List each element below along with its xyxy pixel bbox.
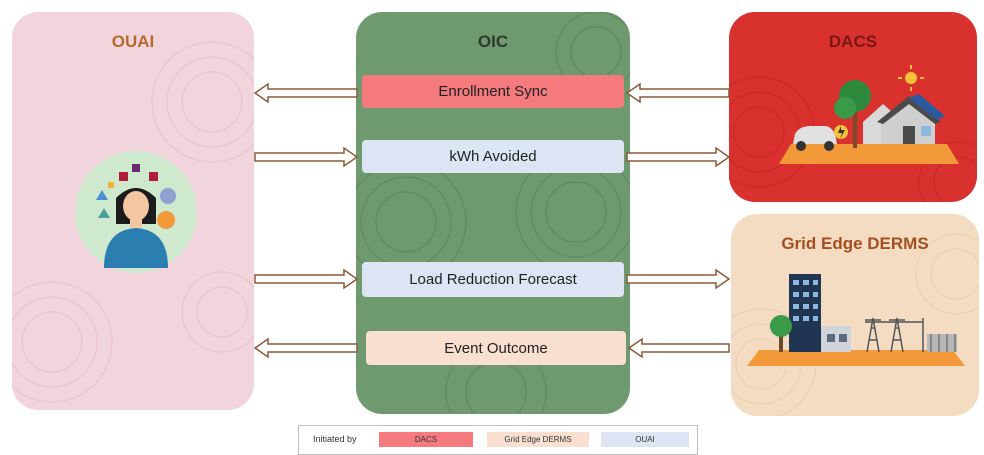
legend-item-label: Grid Edge DERMS (504, 435, 572, 444)
arrow-right-icon (626, 268, 731, 290)
ouai-title: OUAI (111, 32, 155, 51)
arrow-left-icon (253, 82, 358, 104)
grid-city-icon (747, 274, 965, 366)
derms-panel: Grid Edge DERMS (731, 214, 979, 416)
load-reduction-forecast-label: Load Reduction Forecast (409, 271, 577, 288)
dacs-panel: DACS (729, 12, 977, 202)
legend-item-derms: Grid Edge DERMS (487, 432, 589, 447)
event-outcome-label: Event Outcome (444, 339, 548, 357)
arrow-left-icon (625, 82, 730, 104)
legend-item-dacs: DACS (379, 432, 473, 447)
house-solar-icon (779, 65, 959, 164)
legend-item-label: OUAI (635, 435, 655, 444)
load-reduction-forecast-box: Load Reduction Forecast (362, 262, 624, 297)
person-icon (75, 151, 197, 273)
legend-label: Initiated by (313, 434, 357, 444)
arrow-right-icon (254, 146, 359, 168)
arrow-right-icon (254, 268, 359, 290)
kwh-avoided-label: kWh Avoided (449, 148, 537, 165)
event-outcome-box: Event Outcome (366, 331, 626, 365)
swirl-texture (12, 41, 254, 403)
kwh-avoided-box: kWh Avoided (362, 140, 624, 173)
legend-item-label: DACS (414, 435, 438, 444)
arrow-left-icon (253, 337, 358, 359)
arrow-left-icon (627, 337, 730, 359)
derms-title: Grid Edge DERMS (781, 234, 929, 253)
enrollment-sync-box: Enrollment Sync (362, 75, 624, 108)
legend-item-ouai: OUAI (601, 432, 689, 447)
enrollment-sync-label: Enrollment Sync (438, 83, 548, 100)
arrow-right-icon (626, 146, 731, 168)
oic-title: OIC (477, 32, 509, 51)
legend: Initiated by DACS Grid Edge DERMS OUAI (298, 425, 698, 455)
dacs-title: DACS (828, 32, 878, 51)
ouai-panel: OUAI (12, 12, 254, 410)
